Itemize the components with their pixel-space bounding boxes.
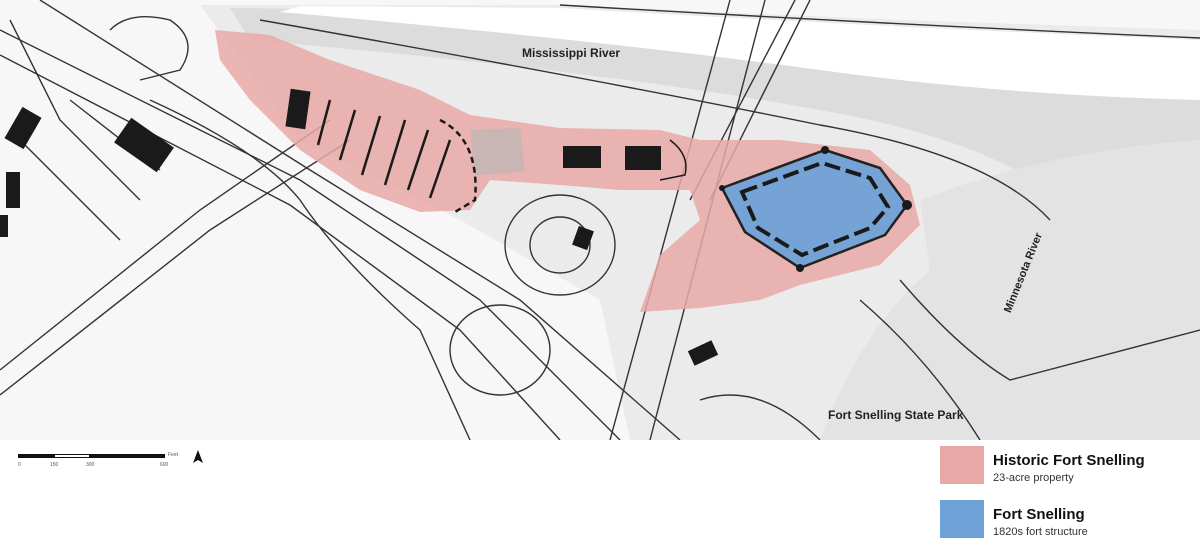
north-arrow-icon [193, 450, 203, 463]
parking-row [338, 109, 357, 161]
building [625, 146, 661, 170]
road [109, 15, 189, 81]
scale-tick-label: 300 [86, 462, 95, 468]
building [0, 215, 8, 237]
parking-row [383, 119, 407, 186]
legend-title: Historic Fort Snelling [993, 452, 1145, 469]
scale-bar: 0 150 300 600 Feet [18, 452, 193, 474]
road [9, 19, 141, 201]
road [39, 0, 681, 440]
fort-inner-wall [739, 160, 891, 258]
parking-lots [316, 99, 687, 214]
road [0, 119, 331, 371]
road-network [0, 0, 1200, 440]
legend-subtitle: 1820s fort structure [993, 526, 1088, 538]
road [0, 29, 621, 440]
lot-loop [659, 139, 687, 181]
interchange-loop [449, 304, 551, 396]
site-map [0, 0, 1200, 440]
parking-row [406, 129, 430, 191]
road [19, 139, 121, 241]
parade-ground [470, 128, 525, 175]
building [114, 117, 174, 173]
parking-row [360, 115, 382, 176]
scale-tick-label: 150 [50, 462, 59, 468]
road [899, 279, 1200, 381]
legend-title: Fort Snelling [993, 506, 1085, 523]
road [559, 4, 1200, 39]
lot-loop [439, 118, 477, 214]
buildings [0, 88, 719, 366]
scale-segment [90, 454, 165, 458]
park-lowland [820, 140, 1200, 440]
building [563, 146, 601, 168]
building [687, 340, 719, 366]
parking-row [316, 99, 332, 146]
scale-unit-label: Feet [168, 452, 179, 458]
legend-swatch-historic [940, 446, 984, 484]
map-canvas[interactable]: Mississippi River Minnesota River Fort S… [0, 0, 1200, 440]
scale-tick-label: 0 [18, 462, 21, 468]
legend-item-historic: Historic Fort Snelling 23-acre property [940, 446, 1195, 496]
interchange-loop [529, 216, 591, 274]
historic-property-area [215, 30, 920, 312]
legend-item-fort: Fort Snelling 1820s fort structure [940, 500, 1195, 550]
fort-tower [821, 146, 829, 154]
legend-subtitle: 23-acre property [993, 472, 1074, 484]
parking-row [428, 139, 452, 199]
building [6, 172, 20, 208]
road [149, 99, 471, 440]
building [285, 88, 311, 130]
fort-tower [902, 200, 912, 210]
road [859, 299, 981, 440]
building [4, 106, 42, 150]
fort-tower [796, 264, 804, 272]
map-legend: Historic Fort Snelling 23-acre property … [940, 446, 1195, 554]
mississippi-river-label: Mississippi River [522, 46, 621, 60]
scale-segment [18, 454, 54, 458]
river-water [280, 6, 1200, 100]
scale-segment [54, 454, 90, 458]
road [609, 0, 731, 440]
scale-tick-label: 600 [160, 462, 169, 468]
state-park-label: Fort Snelling State Park [828, 408, 964, 422]
legend-swatch-fort [940, 500, 984, 538]
fort-area [720, 148, 909, 270]
interchange-loop [504, 194, 616, 296]
road [0, 139, 351, 396]
road [699, 394, 821, 440]
fort-tower [719, 185, 725, 191]
road [259, 19, 1051, 221]
building [572, 225, 594, 251]
